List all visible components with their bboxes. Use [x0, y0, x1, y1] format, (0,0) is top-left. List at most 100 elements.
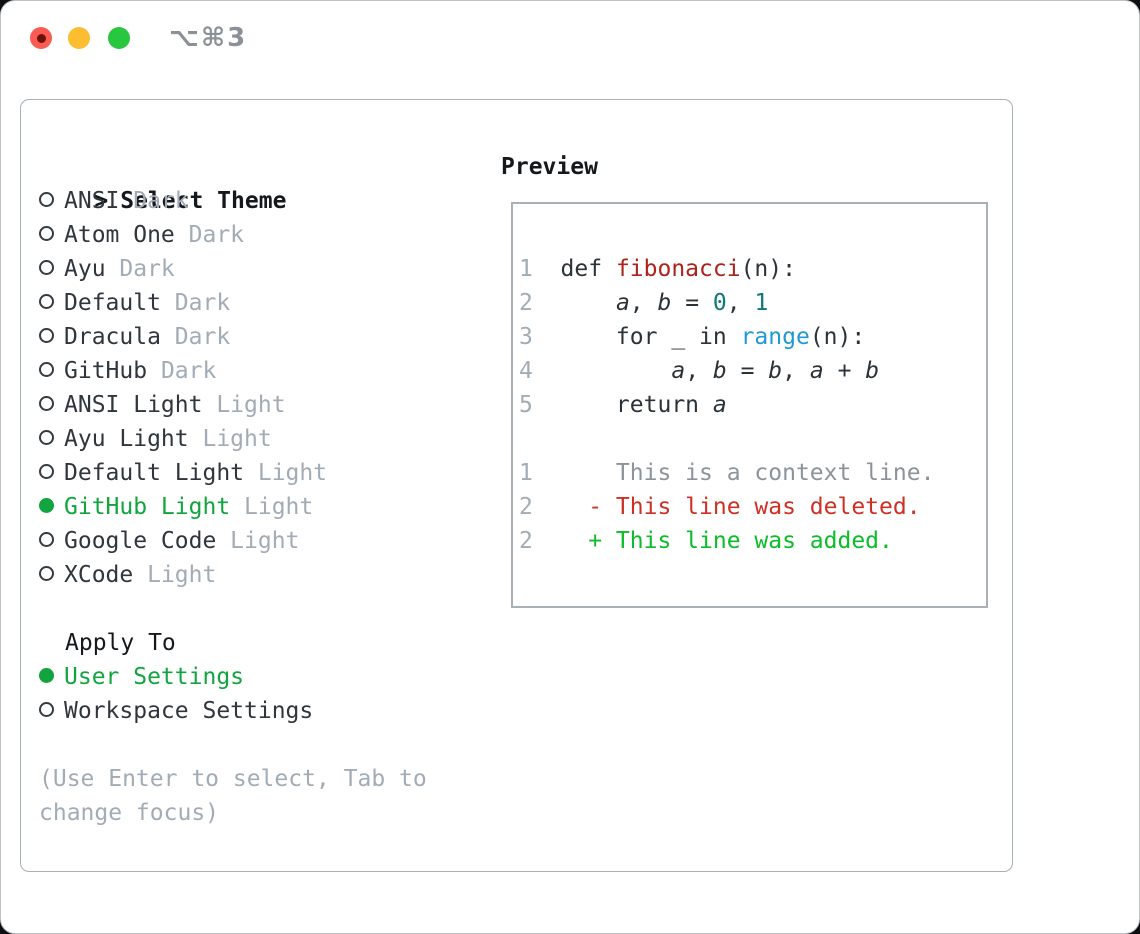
- line-number: 2: [519, 494, 561, 520]
- theme-name: GitHub Light: [64, 494, 231, 520]
- theme-variant-label: Light: [216, 528, 300, 554]
- theme-item-github-light[interactable]: GitHub Light Light: [39, 490, 313, 524]
- theme-item-github[interactable]: GitHub Dark: [39, 354, 216, 388]
- diff-line: 2 + This line was added.: [519, 524, 893, 558]
- theme-variant-label: Dark: [174, 222, 245, 248]
- window-title: ⌥⌘3: [169, 23, 248, 53]
- code-segment: This is a context line.: [560, 460, 935, 486]
- code-segment: fibonacci: [615, 256, 741, 282]
- minimize-button[interactable]: [68, 27, 90, 49]
- theme-variant-label: Light: [230, 494, 314, 520]
- code-segment: (n):: [740, 256, 796, 282]
- code-segment: b: [657, 290, 672, 316]
- close-dot-icon: [36, 33, 46, 43]
- theme-item-atom-one[interactable]: Atom One Dark: [39, 218, 244, 252]
- theme-item-dracula[interactable]: Dracula Dark: [39, 320, 230, 354]
- radio-icon: [39, 430, 54, 445]
- theme-variant-label: Dark: [160, 290, 231, 316]
- line-number: 2: [519, 528, 561, 554]
- hint-line: change focus): [39, 800, 220, 826]
- theme-item-ayu-light[interactable]: Ayu Light Light: [39, 422, 272, 456]
- theme-item-ansi-light[interactable]: ANSI Light Light: [39, 388, 286, 422]
- theme-name: GitHub: [64, 358, 148, 384]
- apply-option-label: Workspace Settings: [64, 698, 314, 724]
- theme-name: Dracula: [64, 324, 161, 350]
- theme-item-default[interactable]: Default Dark: [39, 286, 230, 320]
- preview-box: [511, 202, 988, 608]
- fullscreen-button[interactable]: [108, 27, 130, 49]
- radio-icon: [39, 566, 54, 581]
- radio-icon: [39, 396, 54, 411]
- code-segment: for _ in: [560, 324, 741, 350]
- line-number: 2: [519, 290, 561, 316]
- code-segment: (n):: [809, 324, 866, 350]
- code-segment: ,: [782, 358, 810, 384]
- theme-item-ayu[interactable]: Ayu Dark: [39, 252, 175, 286]
- code-line: 3 for _ in range(n):: [519, 320, 865, 354]
- code-segment: 0: [712, 290, 727, 316]
- code-segment: return: [560, 392, 713, 418]
- code-line: 2 a, b = 0, 1: [519, 286, 768, 320]
- radio-selected-icon: [39, 498, 54, 513]
- line-number: 1: [519, 256, 561, 282]
- theme-variant-label: Light: [133, 562, 217, 588]
- code-segment: +: [823, 358, 866, 384]
- theme-variant-label: Dark: [119, 188, 189, 214]
- code-segment: =: [726, 358, 769, 384]
- select-theme-title: Select Theme: [120, 188, 287, 214]
- theme-variant-label: Dark: [160, 324, 231, 350]
- code-segment: ,: [629, 290, 658, 316]
- apply-option-label: User Settings: [64, 664, 245, 690]
- radio-icon: [39, 532, 54, 547]
- prompt-icon: >: [94, 188, 109, 214]
- line-number: 1: [519, 460, 561, 486]
- theme-name: Default: [64, 290, 161, 316]
- line-number: 3: [519, 324, 561, 350]
- theme-name: Google Code: [64, 528, 217, 554]
- preview-header: Preview: [501, 154, 598, 180]
- close-button[interactable]: [30, 27, 52, 49]
- theme-variant-label: Light: [244, 460, 328, 486]
- line-number: 4: [519, 358, 561, 384]
- radio-selected-icon: [39, 668, 54, 683]
- radio-icon: [39, 226, 54, 241]
- radio-icon: [39, 294, 54, 309]
- code-segment: def: [560, 256, 616, 282]
- theme-name: XCode: [64, 562, 134, 588]
- code-line: 4 a, b = b, a + b: [519, 354, 879, 388]
- theme-name: Atom One: [64, 222, 175, 248]
- radio-icon: [39, 464, 54, 479]
- code-segment: b: [865, 358, 880, 384]
- theme-item-xcode[interactable]: XCode Light: [39, 558, 216, 592]
- apply-option-workspace-settings[interactable]: Workspace Settings: [39, 694, 313, 728]
- code-segment: a: [671, 358, 686, 384]
- code-line: 5 return a: [519, 388, 727, 422]
- theme-name: Ayu Light: [64, 426, 189, 452]
- code-segment: a: [712, 392, 727, 418]
- theme-name: ANSI Light: [64, 392, 203, 418]
- radio-icon: [39, 702, 54, 717]
- code-segment: =: [671, 290, 713, 316]
- diff-line: 1 This is a context line.: [519, 456, 934, 490]
- diff-line: 2 - This line was deleted.: [519, 490, 921, 524]
- theme-variant-label: Light: [202, 392, 286, 418]
- theme-name: Default Light: [64, 460, 245, 486]
- code-segment: 1: [754, 290, 769, 316]
- theme-item-google-code[interactable]: Google Code Light: [39, 524, 299, 558]
- code-segment: range: [740, 324, 810, 350]
- code-segment: a: [615, 290, 630, 316]
- radio-icon: [39, 192, 54, 207]
- hint-line: (Use Enter to select, Tab to: [39, 766, 427, 792]
- code-segment: ,: [685, 358, 713, 384]
- select-theme-header: > Select Theme: [39, 150, 286, 214]
- code-segment: ,: [726, 290, 755, 316]
- theme-item-default-light[interactable]: Default Light Light: [39, 456, 327, 490]
- radio-icon: [39, 328, 54, 343]
- radio-icon: [39, 362, 54, 377]
- code-segment: a: [809, 358, 824, 384]
- theme-item-ansi[interactable]: ANSI Dark: [39, 184, 189, 218]
- code-segment: [561, 358, 672, 384]
- apply-option-user-settings[interactable]: User Settings: [39, 660, 244, 694]
- code-segment: + This line was added.: [560, 528, 893, 554]
